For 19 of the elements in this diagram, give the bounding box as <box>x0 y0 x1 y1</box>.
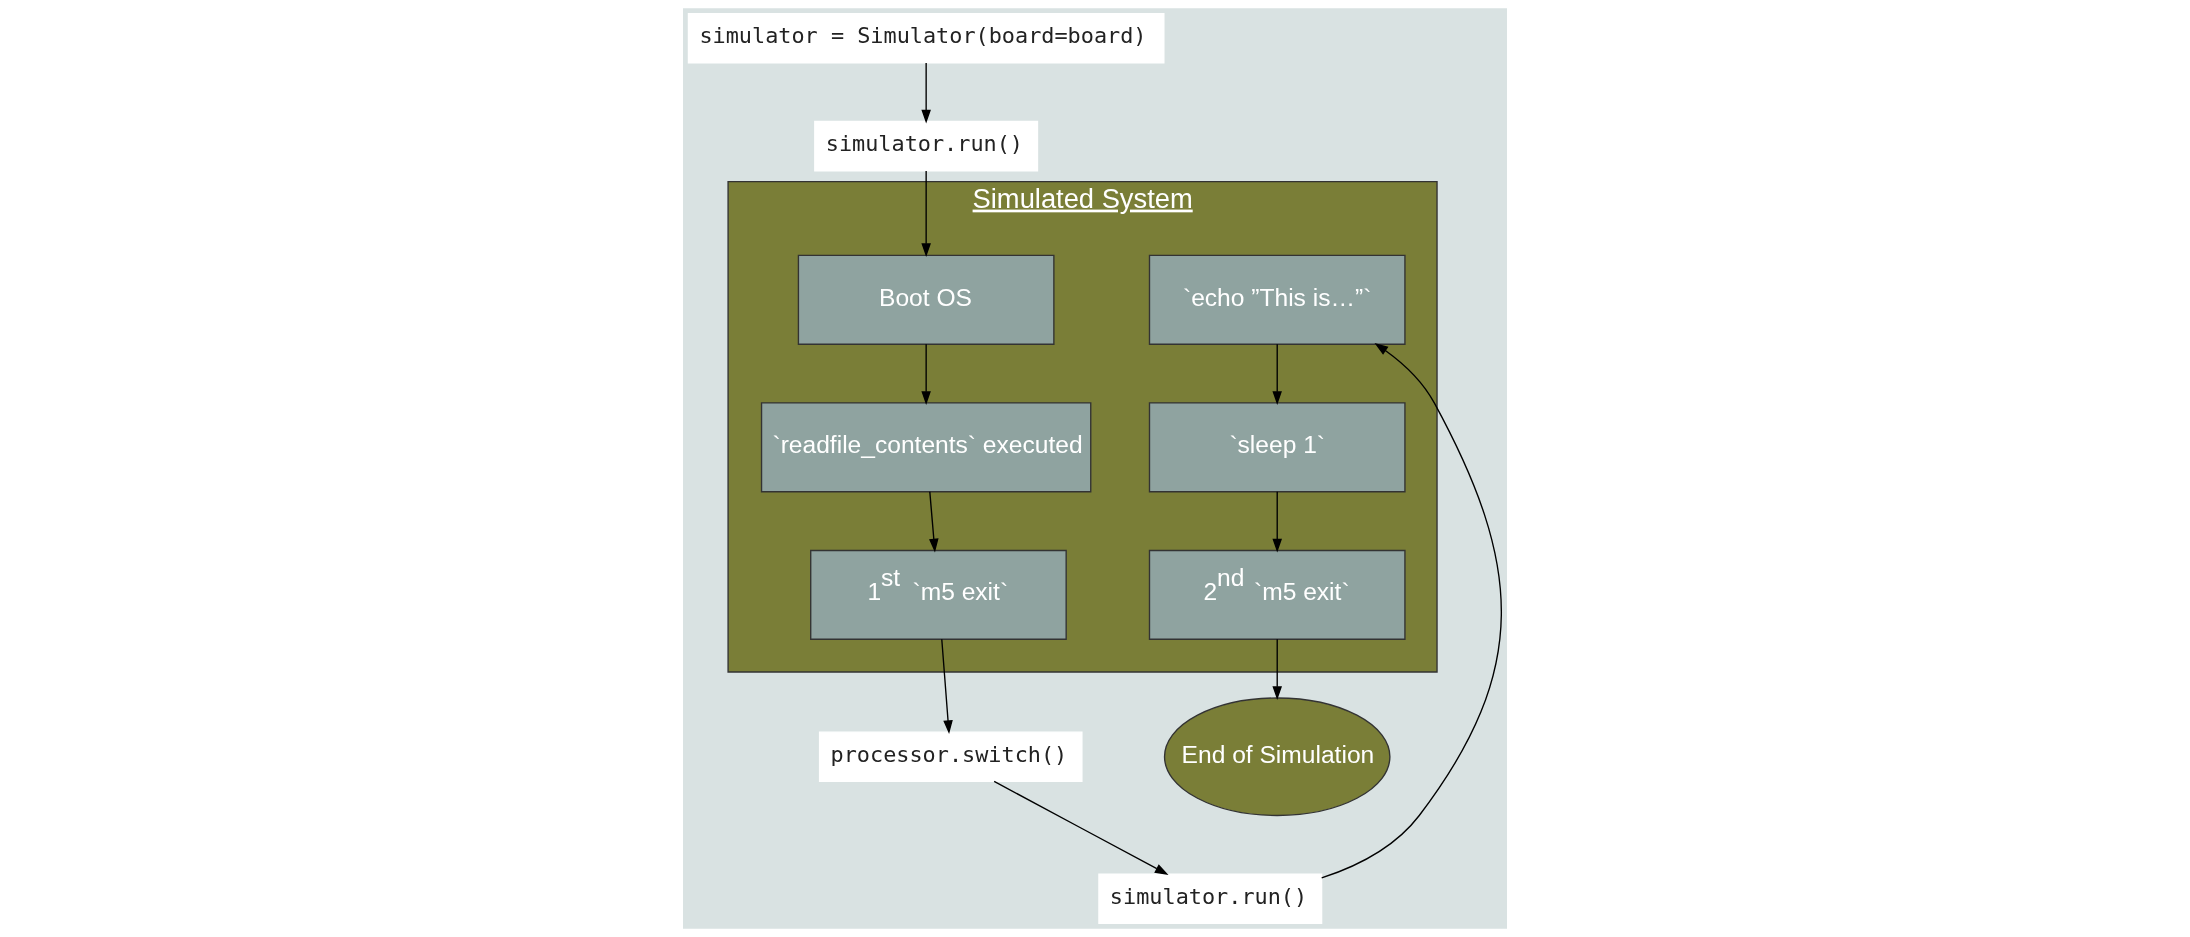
node-box: simulator = Simulator(board=board) <box>687 12 1165 64</box>
arrow <box>921 62 931 124</box>
node-box: `readfile_contents` executed <box>760 402 1092 493</box>
arrow <box>1272 343 1282 405</box>
arrow <box>921 170 931 258</box>
node-box: `echo ”This is…”` <box>1148 254 1406 345</box>
node-box: Boot OS <box>797 254 1055 345</box>
node-box: `sleep 1` <box>1148 402 1406 493</box>
arrow <box>1272 638 1282 700</box>
arrow <box>993 780 1169 875</box>
node-box: processor.switch() <box>818 731 1083 782</box>
node-ellipse: End of Simulation <box>1163 697 1391 817</box>
node-box: simulator.run() <box>1098 873 1323 925</box>
node-box: simulator.run() <box>814 120 1039 172</box>
arrow <box>941 638 953 735</box>
arrow <box>929 491 939 553</box>
arrow <box>1321 343 1502 879</box>
arrow <box>1272 491 1282 553</box>
arrow <box>921 343 931 405</box>
